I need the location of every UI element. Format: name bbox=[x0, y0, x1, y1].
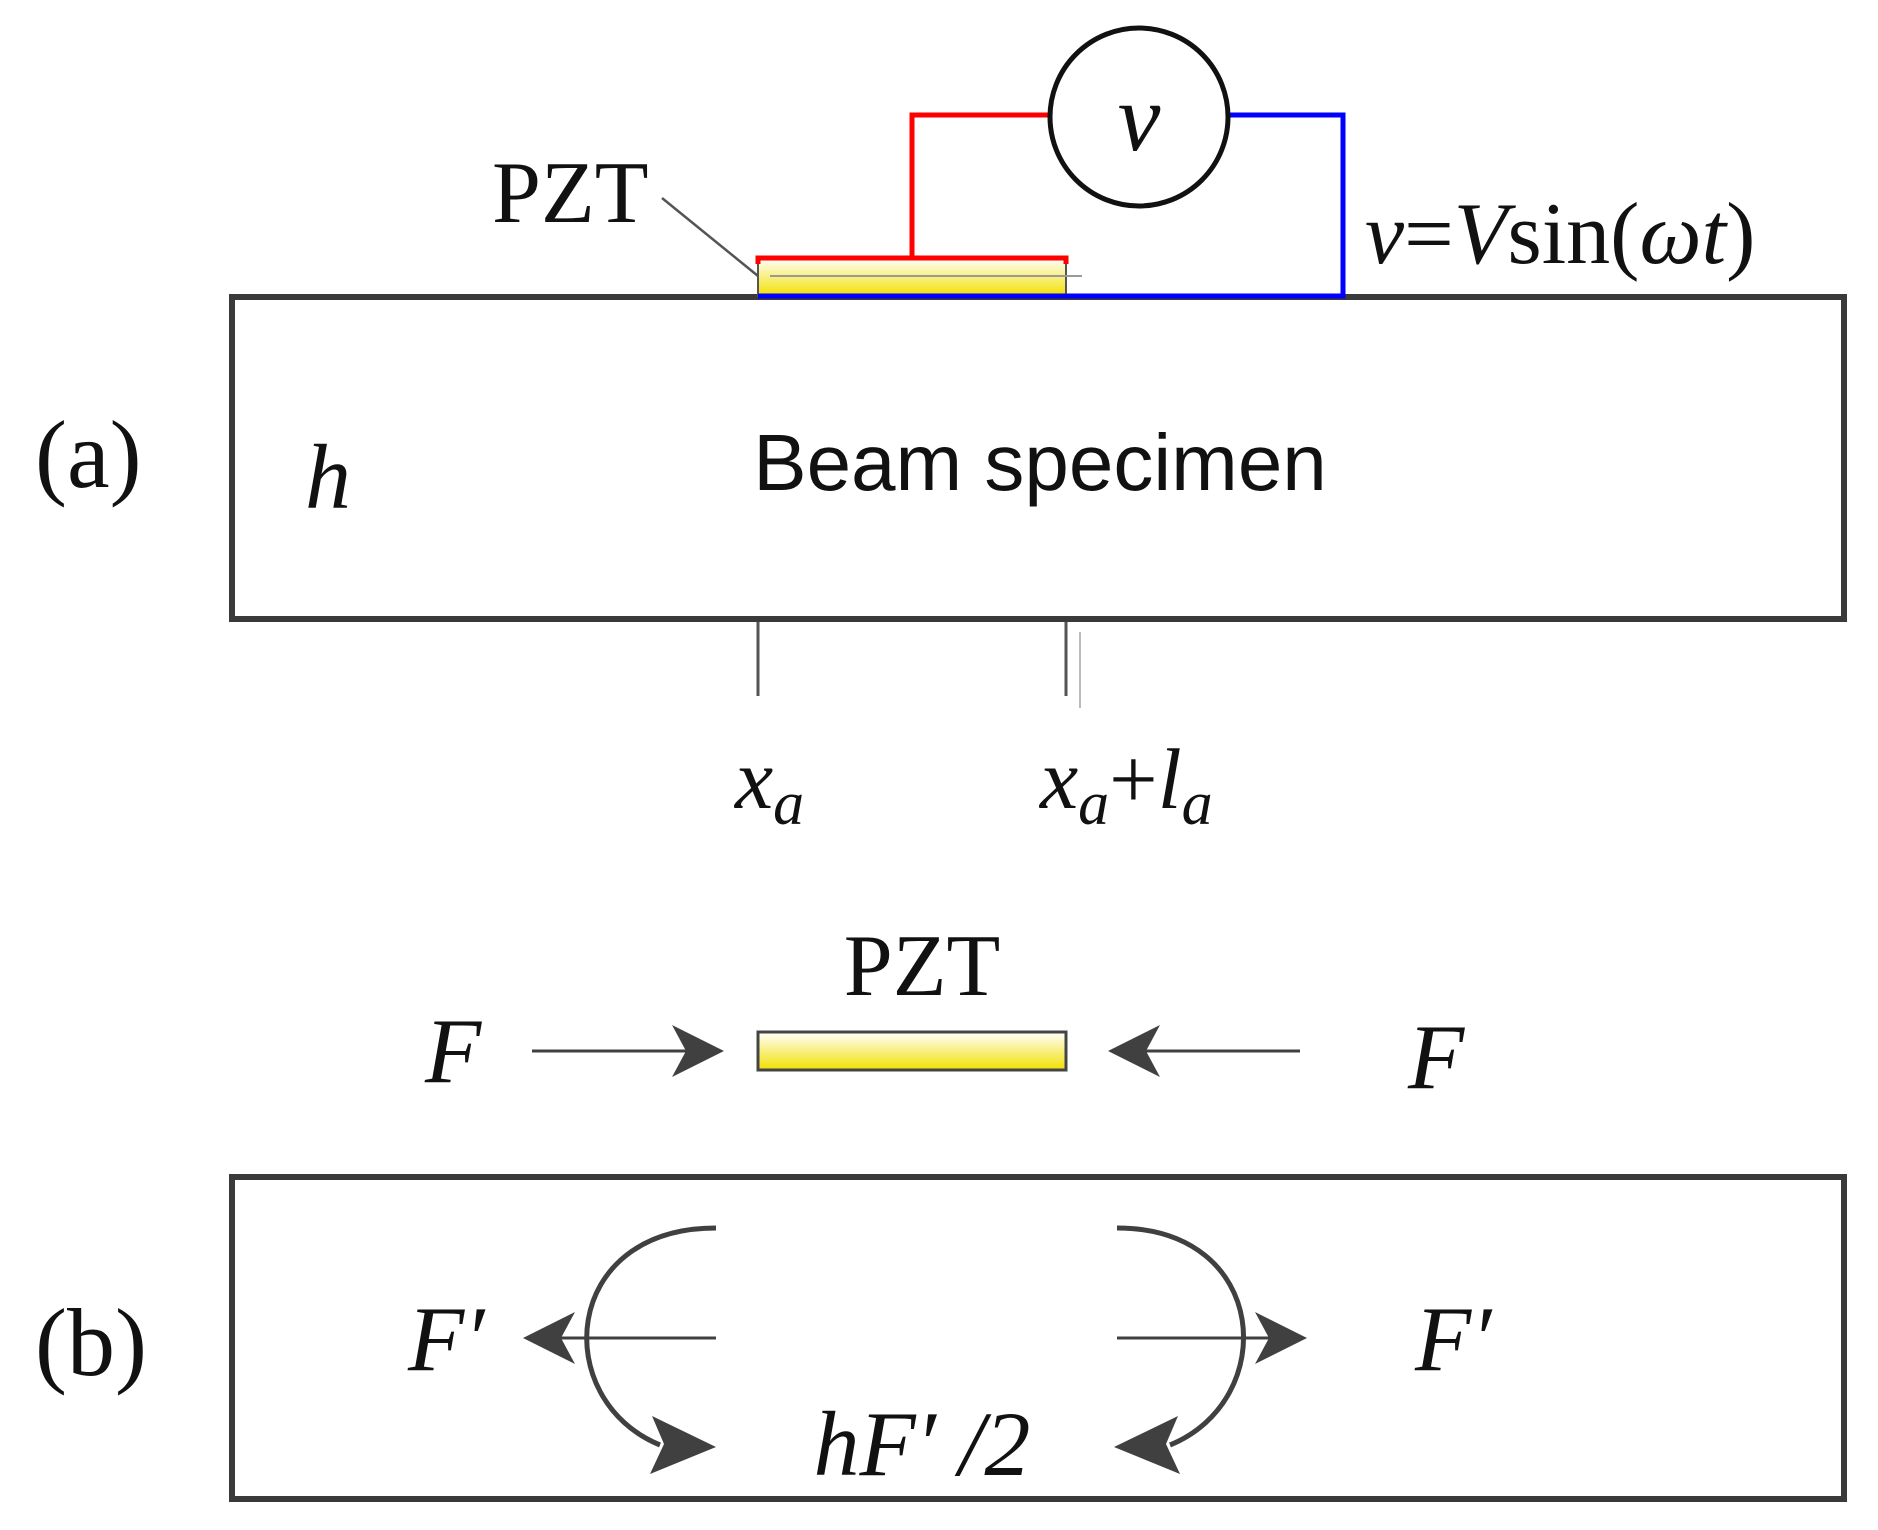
reaction-left-arrow-head bbox=[523, 1312, 575, 1364]
pzt-label-b: PZT bbox=[844, 918, 1000, 1015]
panel-b-label: (b) bbox=[35, 1289, 147, 1396]
moment-label: hF′ /2 bbox=[814, 1393, 1031, 1495]
beam-reaction-box bbox=[229, 1174, 1847, 1502]
voltage-source-symbol: v bbox=[1118, 64, 1161, 171]
panel-b: PZT F F (b) F′ F′ hF′ /2 bbox=[35, 918, 1847, 1502]
pos-start-x: x bbox=[733, 731, 773, 827]
reaction-right-arrow-head bbox=[1255, 1312, 1307, 1364]
force-right-arrow-head bbox=[1108, 1025, 1160, 1077]
eq-v: v bbox=[1365, 186, 1405, 283]
pos-end-x: x bbox=[1038, 731, 1078, 827]
pos-end-sub1: a bbox=[1078, 770, 1109, 838]
pos-end-sub2: a bbox=[1182, 770, 1213, 838]
moment-right-arrow-head bbox=[1114, 1416, 1180, 1474]
pos-end-l: l bbox=[1158, 731, 1182, 827]
moment-left-arrow-head bbox=[650, 1416, 716, 1474]
force-right-label: F bbox=[1407, 1006, 1465, 1108]
ground-wire bbox=[758, 112, 1346, 299]
voltage-equation: v=Vsin(ωt) bbox=[1365, 186, 1755, 283]
eq-omega-t: ωt bbox=[1639, 186, 1728, 283]
panel-a-label: (a) bbox=[35, 401, 142, 508]
positive-lead bbox=[909, 112, 1050, 258]
panel-a: (a) Beam specimen h v v=Vsin(ωt) PZT xa bbox=[35, 25, 1847, 838]
position-start-label: xa bbox=[733, 731, 804, 838]
pzt-label-a: PZT bbox=[492, 145, 648, 242]
eq-sin: sin( bbox=[1507, 186, 1639, 283]
eq-equals: = bbox=[1404, 186, 1454, 283]
pzt-leader-line bbox=[661, 197, 759, 277]
force-left-arrow-head bbox=[672, 1025, 724, 1077]
moment-left-arc bbox=[584, 1225, 717, 1448]
beam-label: Beam specimen bbox=[753, 418, 1327, 507]
pos-end-plus: + bbox=[1109, 731, 1158, 827]
pzt-patch-free bbox=[756, 1030, 1068, 1072]
force-left-label: F bbox=[424, 1000, 482, 1102]
beam-specimen bbox=[229, 294, 1847, 622]
pos-start-sub: a bbox=[773, 770, 804, 838]
eq-close: ) bbox=[1726, 186, 1755, 283]
height-label: h bbox=[305, 426, 351, 528]
moment-right-arc bbox=[1116, 1225, 1246, 1448]
eq-amplitude: V bbox=[1454, 186, 1517, 283]
position-end-label: xa+la bbox=[1038, 731, 1213, 838]
reaction-left-label: F′ bbox=[407, 1288, 486, 1390]
voltage-source-icon bbox=[1047, 25, 1231, 209]
reaction-right-label: F′ bbox=[1414, 1288, 1493, 1390]
